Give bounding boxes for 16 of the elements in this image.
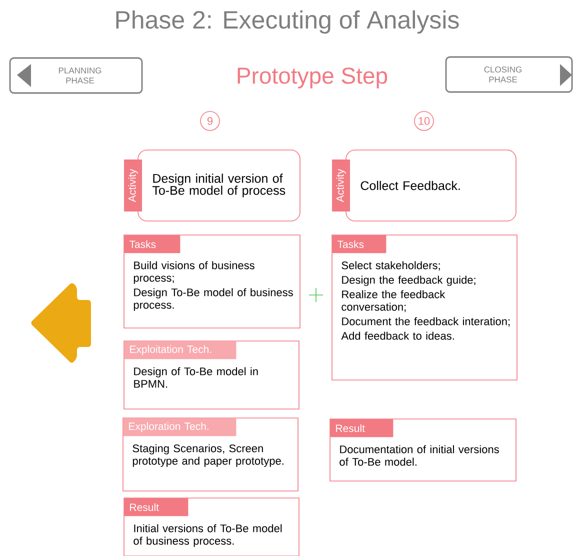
phase-button: CLOSING PHASE — [445, 56, 573, 93]
info-card: Tasks Select stakeholders; Design the feedback guide; Realize the feedback conversation; Document the feedback interation; Add feedback to ideas. — [332, 234, 518, 380]
node-label: Activity — [128, 168, 138, 202]
node-label: Activity — [336, 168, 346, 202]
info-card: Exploitation Tech. Design of To-Be model in BPMN. — [124, 340, 300, 410]
info-card: Result Documentation of initial versions of To-Be model. — [330, 418, 516, 482]
info-card: Result Initial versions of To-Be model of business process. — [124, 498, 300, 556]
step-number: 9 — [200, 111, 220, 131]
step-number: 10 — [414, 111, 434, 131]
info-card: Tasks Build visions of business process; Design To-Be model of business process. — [124, 234, 300, 328]
step-heading: Prototype Step — [238, 68, 388, 88]
activity-card: Activity Design initial version of To-Be model of process — [124, 150, 300, 222]
title: Phase 2: Executing of Analysis — [116, 10, 459, 34]
phase-button: PLANNING PHASE — [9, 57, 143, 94]
activity-card: Activity Collect Feedback. — [332, 150, 516, 222]
info-card: Exploration Tech. Staging Scenarios, Screen prototype and paper prototype. — [122, 418, 298, 492]
